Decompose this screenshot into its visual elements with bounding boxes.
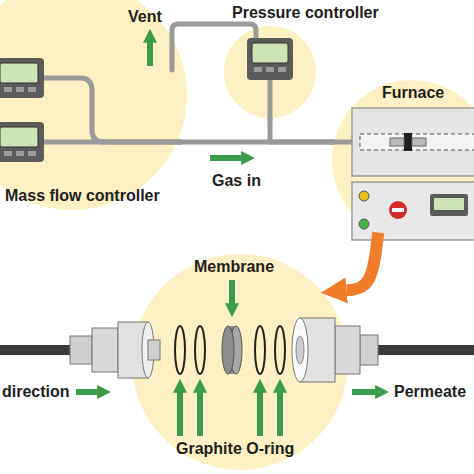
highlight-circle <box>332 80 474 240</box>
vent-pipe <box>172 24 256 70</box>
flow-arrow <box>76 389 100 395</box>
gas-pipe <box>268 80 273 120</box>
node-label: Mass flow controller <box>5 187 160 205</box>
gas-pipe <box>270 118 334 142</box>
gas-pipe <box>44 140 180 145</box>
membrane-module <box>0 318 474 382</box>
flow-arrow <box>352 389 378 395</box>
pointer-arrow <box>177 390 183 436</box>
part-label: Vent <box>128 8 162 26</box>
furnace-control-panel <box>352 182 474 240</box>
gas-pipe <box>44 78 180 142</box>
part-label: Gas in <box>212 172 261 190</box>
part-label: direction <box>2 383 70 401</box>
pointer-arrow <box>197 390 203 436</box>
flow-arrow <box>147 40 153 66</box>
mass-flow-controller <box>0 58 44 98</box>
part-label: Permeate <box>394 383 466 401</box>
flow-arrow <box>210 155 244 161</box>
pointer-arrow <box>257 390 263 436</box>
highlight-circle <box>132 254 348 470</box>
pointer-arrow <box>277 390 283 436</box>
node-label: Graphite O-ring <box>176 440 294 458</box>
gas-pipe <box>44 24 356 142</box>
process-arrow <box>347 233 379 291</box>
pointer-arrow <box>229 280 235 306</box>
node-label: Furnace <box>382 84 444 102</box>
furnace-body <box>352 108 474 176</box>
mass-flow-controller <box>0 122 44 162</box>
node-label: Pressure controller <box>232 4 379 22</box>
node-label: Membrane <box>194 258 274 276</box>
pressure-controller-device <box>247 38 293 80</box>
highlight-circle <box>0 0 187 210</box>
